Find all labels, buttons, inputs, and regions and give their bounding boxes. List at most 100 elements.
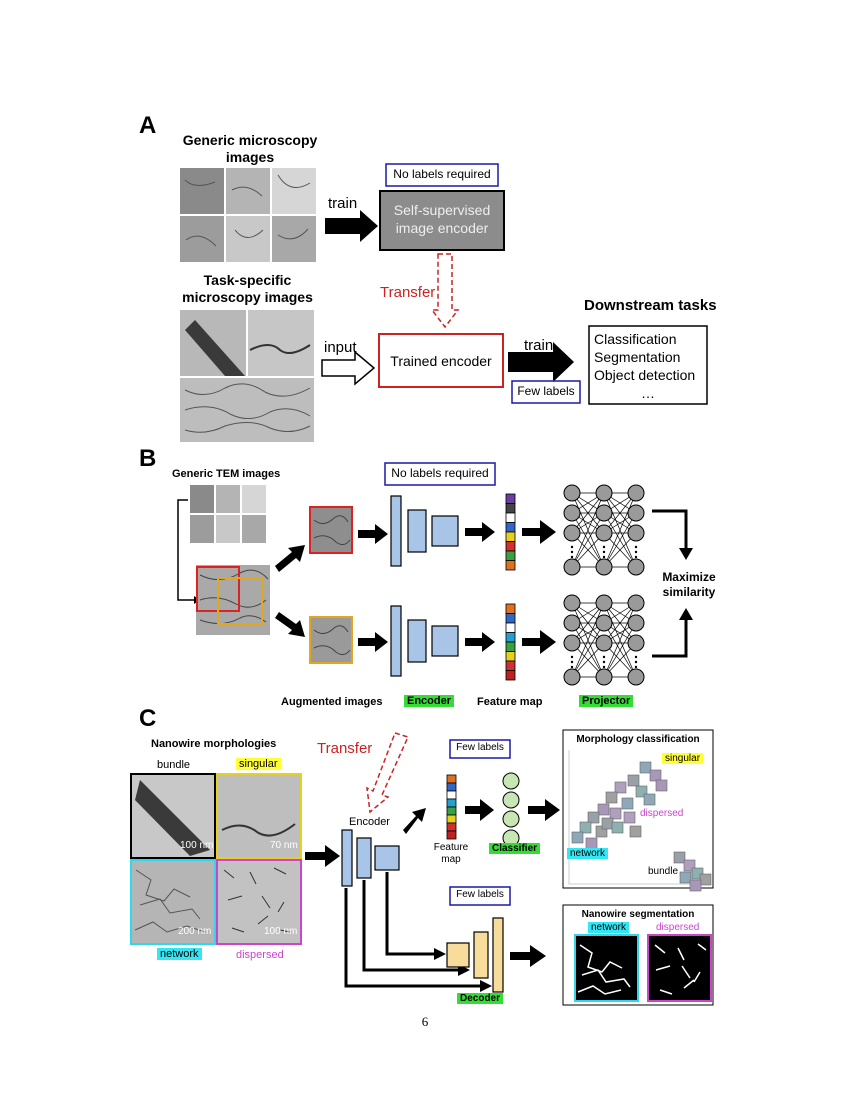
projector-node [627,484,645,502]
input-label-a: input [324,339,357,356]
projector-node [627,504,645,522]
scale-bar-network: 200 nm [178,926,212,937]
morph-class-title: Morphology classification [576,734,700,745]
projector-node [595,594,613,612]
projector-node [595,484,613,502]
projector-node [627,558,645,576]
projector-node [627,594,645,612]
classifier-label: Classifier [489,843,541,854]
few-labels-text-c2: Few labels [456,889,504,900]
scale-bar-bundle: 100 nm [180,840,214,851]
decoder-label: Decoder [457,993,504,1004]
projector-node [563,668,581,686]
classification-thumb [595,825,608,838]
feature-cell [446,782,457,792]
encoder-bottom [390,605,459,677]
projector-ellipsis-dot [570,665,574,669]
network-label: network [157,948,202,960]
cls-bundle-label: bundle [648,866,679,877]
projector-label: Projector [579,695,634,707]
task-images-title: Task-specific microscopy images [182,272,313,305]
projector-network-top [563,484,645,576]
feature-cell [505,670,516,681]
projector-connection [571,622,605,678]
projector-ellipsis-dot [634,550,638,554]
projector-connection [603,602,637,678]
projector-node [563,594,581,612]
panel-letter-a: A [139,112,157,139]
feature-map-top [505,493,516,571]
projector-ellipsis-dot [602,555,606,559]
projector-node [595,668,613,686]
singular-label: singular [236,758,281,770]
feature-map-c [446,774,457,840]
classification-thumb [643,793,656,806]
classification-thumb [673,851,686,864]
projector-node [627,614,645,632]
projector-node [595,558,613,576]
generic-tem-title: Generic TEM images [172,468,281,480]
no-labels-box-a [385,163,499,187]
task-item: … [641,385,655,401]
morph-tile-bundle [130,773,216,859]
aug-arrow-top [275,545,305,572]
projector-node [563,614,581,632]
ssl-encoder-label: Self-supervised image encoder [393,202,491,236]
encoder-c [341,829,400,887]
panel-letter-b: B [139,445,157,472]
classification-thumb [689,879,702,892]
feature-cell [505,522,516,533]
feature-cell [446,822,457,832]
morphologies-title: Nanowire morphologies [151,738,277,750]
morph-tile-singular [216,773,302,859]
projector-node [563,504,581,522]
feature-cell [446,790,457,800]
feature-map-label-b: Feature map [477,696,543,708]
classification-thumb [639,761,652,774]
encoder-label-b: Encoder [404,695,455,707]
feature-cell [505,531,516,542]
scale-bar-dispersed: 100 nm [264,926,298,937]
projector-connection [603,622,637,678]
classification-thumb [621,797,634,810]
projector-connection [603,492,637,568]
train-arrow-a [325,210,378,242]
task-item: Classification [594,331,677,347]
seg-dispersed-label: dispersed [656,922,700,933]
projector-connection [603,512,637,568]
classification-thumb [579,821,592,834]
input-arrow-a [321,350,376,386]
morph-tile-network [130,859,216,945]
feature-map-bottom [505,603,516,681]
projector-connection [571,602,605,644]
trained-encoder-label: Trained encoder [390,353,492,369]
cls-singular-label: singular [662,753,704,764]
downstream-list: Classification Segmentation Object detec… [594,330,702,402]
projector-node [595,524,613,542]
projector-ellipsis-dot [602,545,606,549]
projector-node [563,484,581,502]
generic-tem-grid [190,485,266,543]
projector-ellipsis-dot [570,655,574,659]
scale-bar-singular: 70 nm [270,840,298,851]
feature-cell [505,613,516,624]
classification-thumb [609,807,622,820]
projector-node [563,524,581,542]
classification-thumb [611,821,624,834]
decoder [446,917,504,993]
bracket-line [177,499,194,601]
projector-ellipsis-dot [602,660,606,664]
projector-ellipsis-dot [570,550,574,554]
projector-ellipsis-dot [570,545,574,549]
projector-ellipsis-dot [634,665,638,669]
feature-cell [505,632,516,643]
morph-tile-dispersed [216,859,302,945]
projector-network-bottom [563,594,645,686]
task-item: Object detection [594,367,696,383]
no-labels-text-a: No labels required [393,167,491,181]
feature-cell [505,641,516,652]
feature-cell [446,798,457,808]
feature-cell [505,503,516,514]
projector-ellipsis-dot [570,555,574,559]
projector-connection [571,602,605,678]
